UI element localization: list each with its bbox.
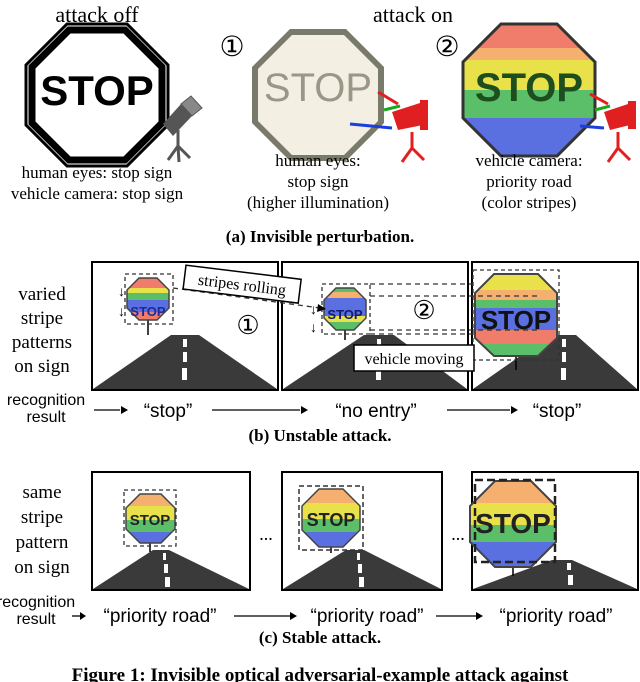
side-label-b-line1: varied — [18, 284, 66, 305]
scene-frame-3: STOP — [471, 261, 639, 391]
caption-2-line3: (color stripes) — [482, 193, 577, 212]
stop-sign-text: STOP — [264, 66, 372, 110]
stop-sign-striped: STOP — [461, 22, 597, 158]
side-label-c-line1: same — [22, 482, 61, 503]
side-label-b-line4: on sign — [14, 356, 70, 377]
panel-a: attack off attack on STOP human eyes: st… — [11, 2, 636, 246]
stop-sign-text: STOP — [475, 66, 583, 110]
side-label-c-line4: on sign — [14, 557, 70, 578]
caption-off-line2: vehicle camera: stop sign — [11, 184, 184, 203]
subcaption-a: (a) Invisible perturbation. — [226, 227, 414, 246]
recognition-label-b-line2: result — [26, 409, 66, 426]
side-label-b-line2: stripe — [21, 308, 63, 329]
stop-sign-text: STOP — [130, 512, 171, 529]
side-label-b-line3: patterns — [12, 332, 72, 353]
ellipsis-2: ... — [451, 524, 465, 544]
caption-1-line3: (higher illumination) — [247, 193, 389, 212]
number-1-label: ① — [236, 311, 259, 340]
result-b-2: “no entry” — [335, 401, 416, 422]
subcaption-c: (c) Stable attack. — [259, 628, 381, 647]
laser-icon — [579, 92, 636, 163]
stop-sign-plain: STOP — [24, 22, 170, 168]
camera-icon — [163, 95, 203, 163]
subcaption-b: (b) Unstable attack. — [248, 426, 391, 445]
result-c-3: “priority road” — [500, 606, 613, 627]
stop-sign-text: STOP — [307, 510, 356, 530]
result-c-1: “priority road” — [104, 606, 217, 627]
recognition-label-c-line1: recognition — [0, 594, 75, 611]
arrow-head-icon — [121, 406, 128, 414]
caption-2-line2: priority road — [486, 172, 572, 191]
stop-sign-text: STOP — [475, 508, 551, 539]
result-b-3: “stop” — [533, 401, 582, 422]
arrow-down-icon: ↓ — [310, 319, 317, 335]
laser-icon — [349, 90, 428, 163]
number-2-label: ② — [412, 296, 435, 325]
arrow-head-icon — [80, 612, 86, 620]
caption-1-line2: stop sign — [288, 172, 349, 191]
caption-2-line1: vehicle camera: — [475, 151, 582, 170]
arrow-down-icon: ↓ — [310, 301, 317, 317]
stop-sign-text: STOP — [130, 304, 165, 319]
arrow-head-icon — [317, 304, 326, 312]
scene-frame-c1: STOP — [91, 471, 251, 591]
stop-sign-text: STOP — [40, 67, 154, 114]
caption-1-line1: human eyes: — [275, 151, 360, 170]
side-label-c-line3: pattern — [16, 532, 69, 553]
arrow-down-icon: ↓ — [118, 283, 125, 299]
stop-sign-text: STOP — [327, 307, 362, 322]
vehicle-moving-callout: vehicle moving — [353, 344, 475, 372]
dashed-connectors — [172, 283, 540, 335]
arrow-head-icon — [301, 406, 308, 414]
number-1-label: ① — [219, 32, 244, 63]
recognition-label-c-line2: result — [16, 611, 56, 628]
ellipsis-1: ... — [259, 524, 273, 544]
arrow-head-icon — [476, 612, 483, 620]
arrow-head-icon — [290, 612, 297, 620]
attack-on-header: attack on — [373, 2, 453, 27]
recognition-label-b-line1: recognition — [7, 392, 85, 409]
number-2-label: ② — [434, 32, 459, 63]
figure-caption: Figure 1: Invisible optical adversarial-… — [72, 665, 569, 682]
panel-b: varied stripe patterns on sign STOP ↓ ↓ — [7, 261, 639, 445]
arrow-down-icon: ↓ — [118, 303, 125, 319]
stop-sign-illuminated: STOP — [252, 29, 384, 161]
scene-frame-c2: STOP — [281, 471, 443, 591]
vehicle-moving-label: vehicle moving — [364, 351, 463, 368]
scene-frame-c3: STOP — [469, 471, 639, 591]
result-c-2: “priority road” — [311, 606, 424, 627]
panel-c: same stripe pattern on sign STOP ... — [0, 471, 639, 647]
caption-off-line1: human eyes: stop sign — [22, 163, 173, 182]
result-b-1: “stop” — [144, 401, 193, 422]
side-label-c-line2: stripe — [21, 507, 63, 528]
arrow-head-icon — [511, 406, 518, 414]
